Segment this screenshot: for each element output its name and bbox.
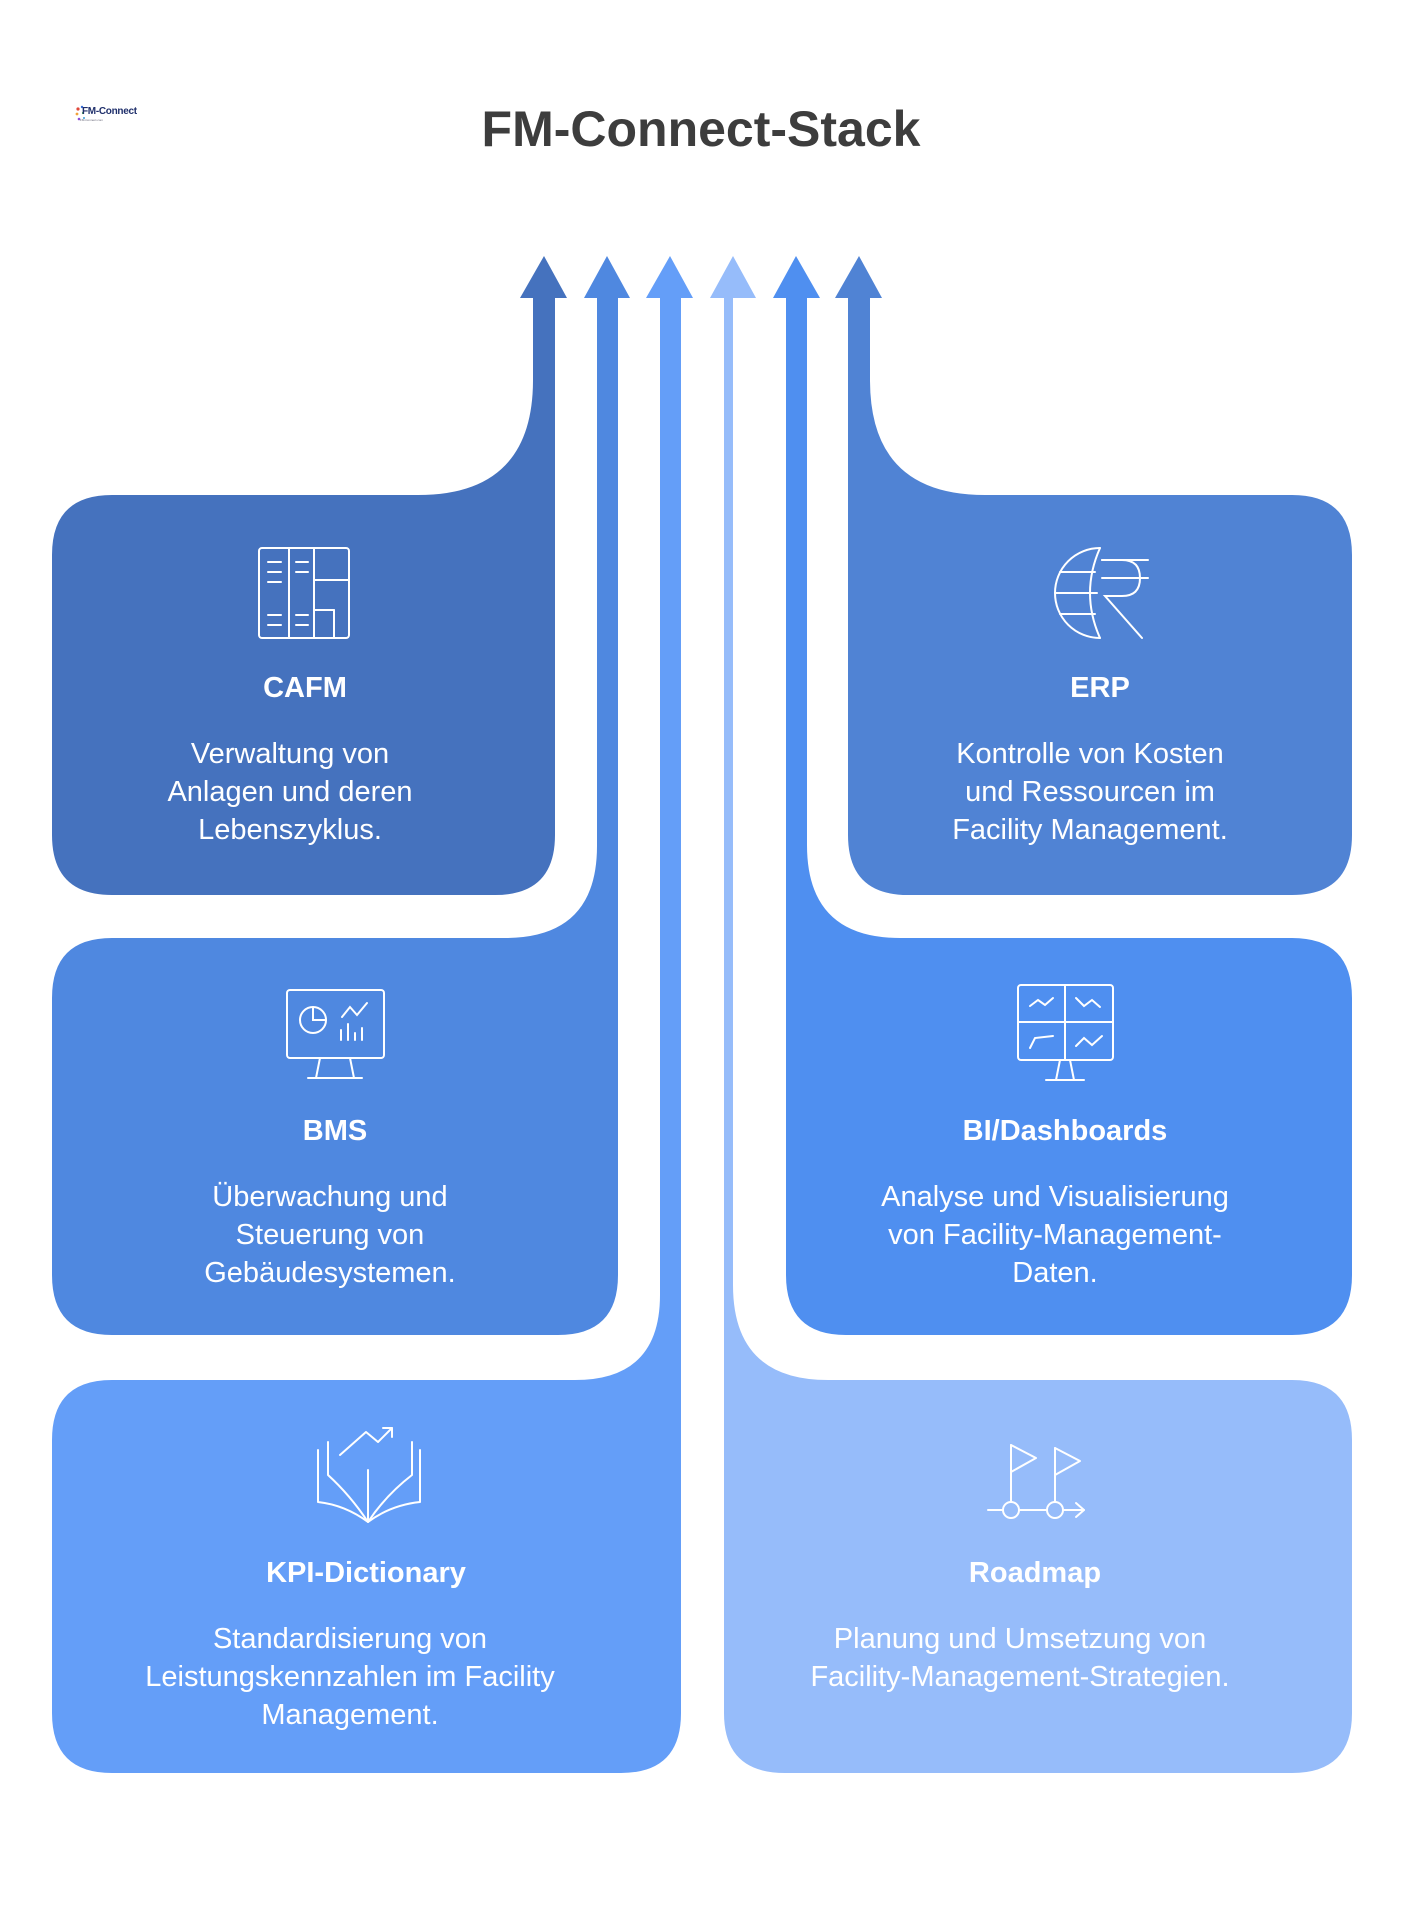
bi-desc-line-1: Analyse und Visualisierung [881, 1181, 1229, 1213]
kpi-desc-line-1: Standardisierung von [212, 1623, 488, 1655]
bms-desc-line-1: Überwachung und [212, 1181, 448, 1213]
roadmap-description: Planung und Umsetzung von Facility-Manag… [770, 1620, 1270, 1696]
cafm-desc-line-2: Anlagen und deren [167, 776, 413, 808]
page-title: FM-Connect-Stack [481, 101, 921, 157]
bi-dashboards-description: Analyse und Visualisierung von Facility-… [830, 1178, 1280, 1292]
bi-dashboards-title: BI/Dashboards [962, 1115, 1168, 1147]
erp-shape [835, 256, 1352, 895]
bms-desc-line-2: Steuerung von [235, 1219, 425, 1251]
dashboard-monitor-icon [1017, 984, 1114, 1081]
cafm-shape [52, 256, 567, 895]
rupee-globe-icon [1054, 547, 1149, 639]
erp-desc-line-3: Facility Management. [952, 814, 1228, 846]
roadmap-shape [710, 256, 1352, 1773]
roadmap-title: Roadmap [968, 1557, 1102, 1589]
roadmap-desc-line-2: Facility-Management-Strategien. [810, 1661, 1230, 1693]
book-trend-icon [317, 1427, 421, 1523]
kpi-dictionary-shape [52, 256, 693, 1773]
erp-title: ERP [1070, 672, 1130, 704]
kpi-desc-line-2: Leistungskennzahlen im Facility [145, 1661, 555, 1693]
erp-desc-line-1: Kontrolle von Kosten [956, 738, 1224, 770]
milestone-flags-icon [987, 1444, 1085, 1519]
bi-dashboards-shape [773, 256, 1352, 1335]
erp-description: Kontrolle von Kosten und Ressourcen im F… [880, 735, 1300, 849]
cafm-desc-line-3: Lebenszyklus. [198, 814, 382, 846]
erp-desc-line-2: und Ressourcen im [965, 776, 1215, 808]
bi-desc-line-3: Daten. [1012, 1257, 1098, 1289]
logo-dots-icon [75, 105, 85, 121]
bi-desc-line-2: von Facility-Management- [888, 1219, 1222, 1251]
bms-shape [52, 256, 630, 1335]
cafm-desc-line-1: Verwaltung von [190, 738, 390, 770]
cafm-description: Verwaltung von Anlagen und deren Lebensz… [110, 735, 470, 849]
logo-subtext: FM-Connect.com [80, 118, 104, 122]
monitor-chart-icon [286, 989, 385, 1079]
logo-text: FM-Connect [82, 106, 137, 117]
cafm-title: CAFM [263, 672, 347, 704]
bms-title: BMS [302, 1115, 368, 1147]
bms-desc-line-3: Gebäudesystemen. [204, 1257, 456, 1289]
kpi-desc-line-3: Management. [261, 1699, 439, 1731]
floorplan-icon [258, 547, 350, 639]
bms-description: Überwachung und Steuerung von Gebäudesys… [130, 1178, 530, 1292]
kpi-dictionary-title: KPI-Dictionary [266, 1557, 466, 1589]
roadmap-desc-line-1: Planung und Umsetzung von [833, 1623, 1207, 1655]
fm-connect-logo: FM-Connect FM-Connect.com [74, 104, 137, 128]
kpi-dictionary-description: Standardisierung von Leistungskennzahlen… [100, 1620, 600, 1734]
